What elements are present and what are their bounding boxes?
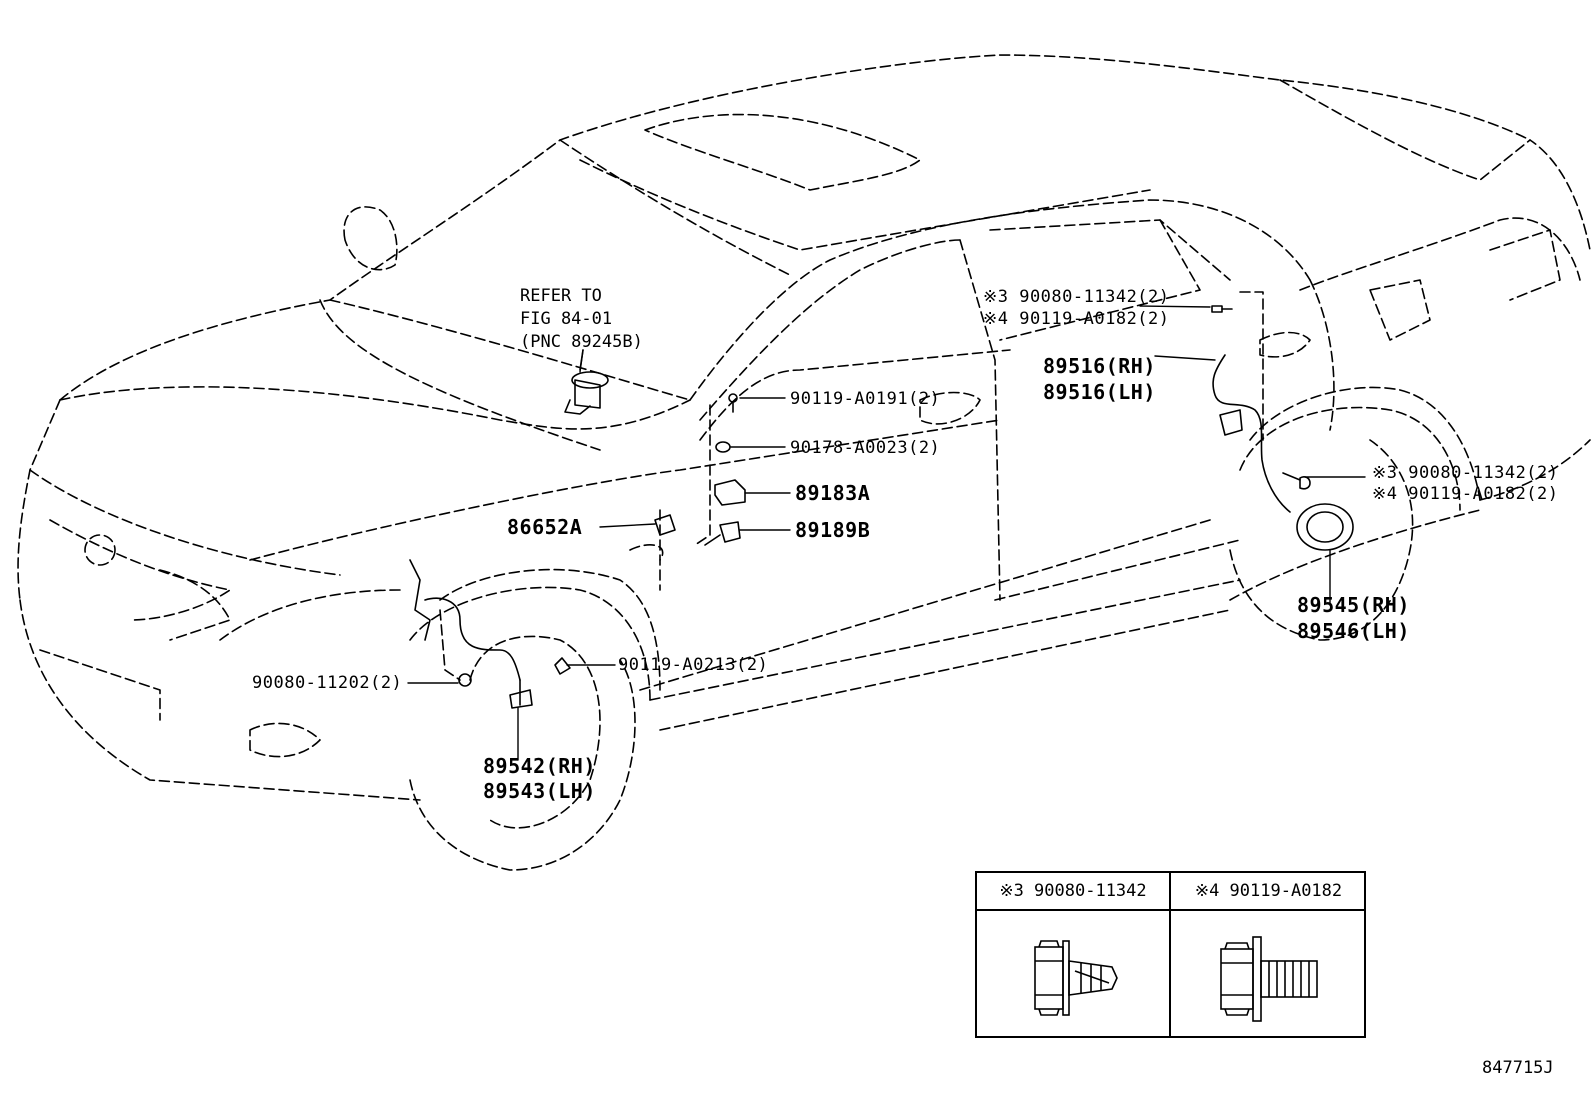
figure-id: 847715J [1482, 1058, 1554, 1078]
label-rear-upper-bolt-b: ※4 90119-A0182(2) [983, 309, 1170, 329]
label-part-86652a: 86652A [507, 515, 583, 539]
label-sensor-89189b: 89189B [795, 518, 871, 542]
label-bracket-89183a: 89183A [795, 481, 871, 505]
reference-line-1: REFER TO [520, 286, 602, 306]
sensor-parts [409, 305, 1354, 709]
car-outline [17, 54, 1591, 871]
label-front-bolt-11202: 90080-11202(2) [252, 673, 403, 693]
leader-lines [407, 305, 1366, 761]
label-nut-a0023: 90178-A0023(2) [790, 438, 941, 458]
label-rear-lower-bolt-a: ※3 90080-11342(2) [1372, 463, 1559, 483]
label-rear-lower-bolt-b: ※4 90119-A0182(2) [1372, 484, 1559, 504]
label-bolt-a0191: 90119-A0191(2) [790, 389, 941, 409]
reference-note: REFER TO FIG 84-01 (PNC 89245B) [520, 285, 643, 354]
legend-col-1: ※3 90080-11342 [977, 873, 1171, 1038]
legend-col-2-title: ※4 90119-A0182 [1171, 873, 1366, 911]
label-rear-rotor-lh: 89546(LH) [1297, 619, 1410, 643]
legend-col-2: ※4 90119-A0182 [1171, 873, 1366, 1038]
label-front-sensor-lh: 89543(LH) [483, 779, 596, 803]
reference-line-3: (PNC 89245B) [520, 332, 643, 352]
label-front-sensor-rh: 89542(RH) [483, 754, 596, 778]
label-front-bolt-a0213: 90119-A0213(2) [618, 655, 769, 675]
label-rear-sensor-lh: 89516(LH) [1043, 380, 1156, 404]
label-rear-rotor-rh: 89545(RH) [1297, 593, 1410, 617]
label-rear-sensor-rh: 89516(RH) [1043, 354, 1156, 378]
bolt-90080-11342-icon [977, 911, 1169, 1038]
label-rear-upper-bolt-a: ※3 90080-11342(2) [983, 287, 1170, 307]
legend-col-1-title: ※3 90080-11342 [977, 873, 1169, 911]
reference-line-2: FIG 84-01 [520, 309, 613, 329]
bolt-legend-table: ※3 90080-11342 ※4 90119-A0182 [975, 871, 1366, 1038]
bolt-90119-a0182-icon [1171, 911, 1366, 1038]
